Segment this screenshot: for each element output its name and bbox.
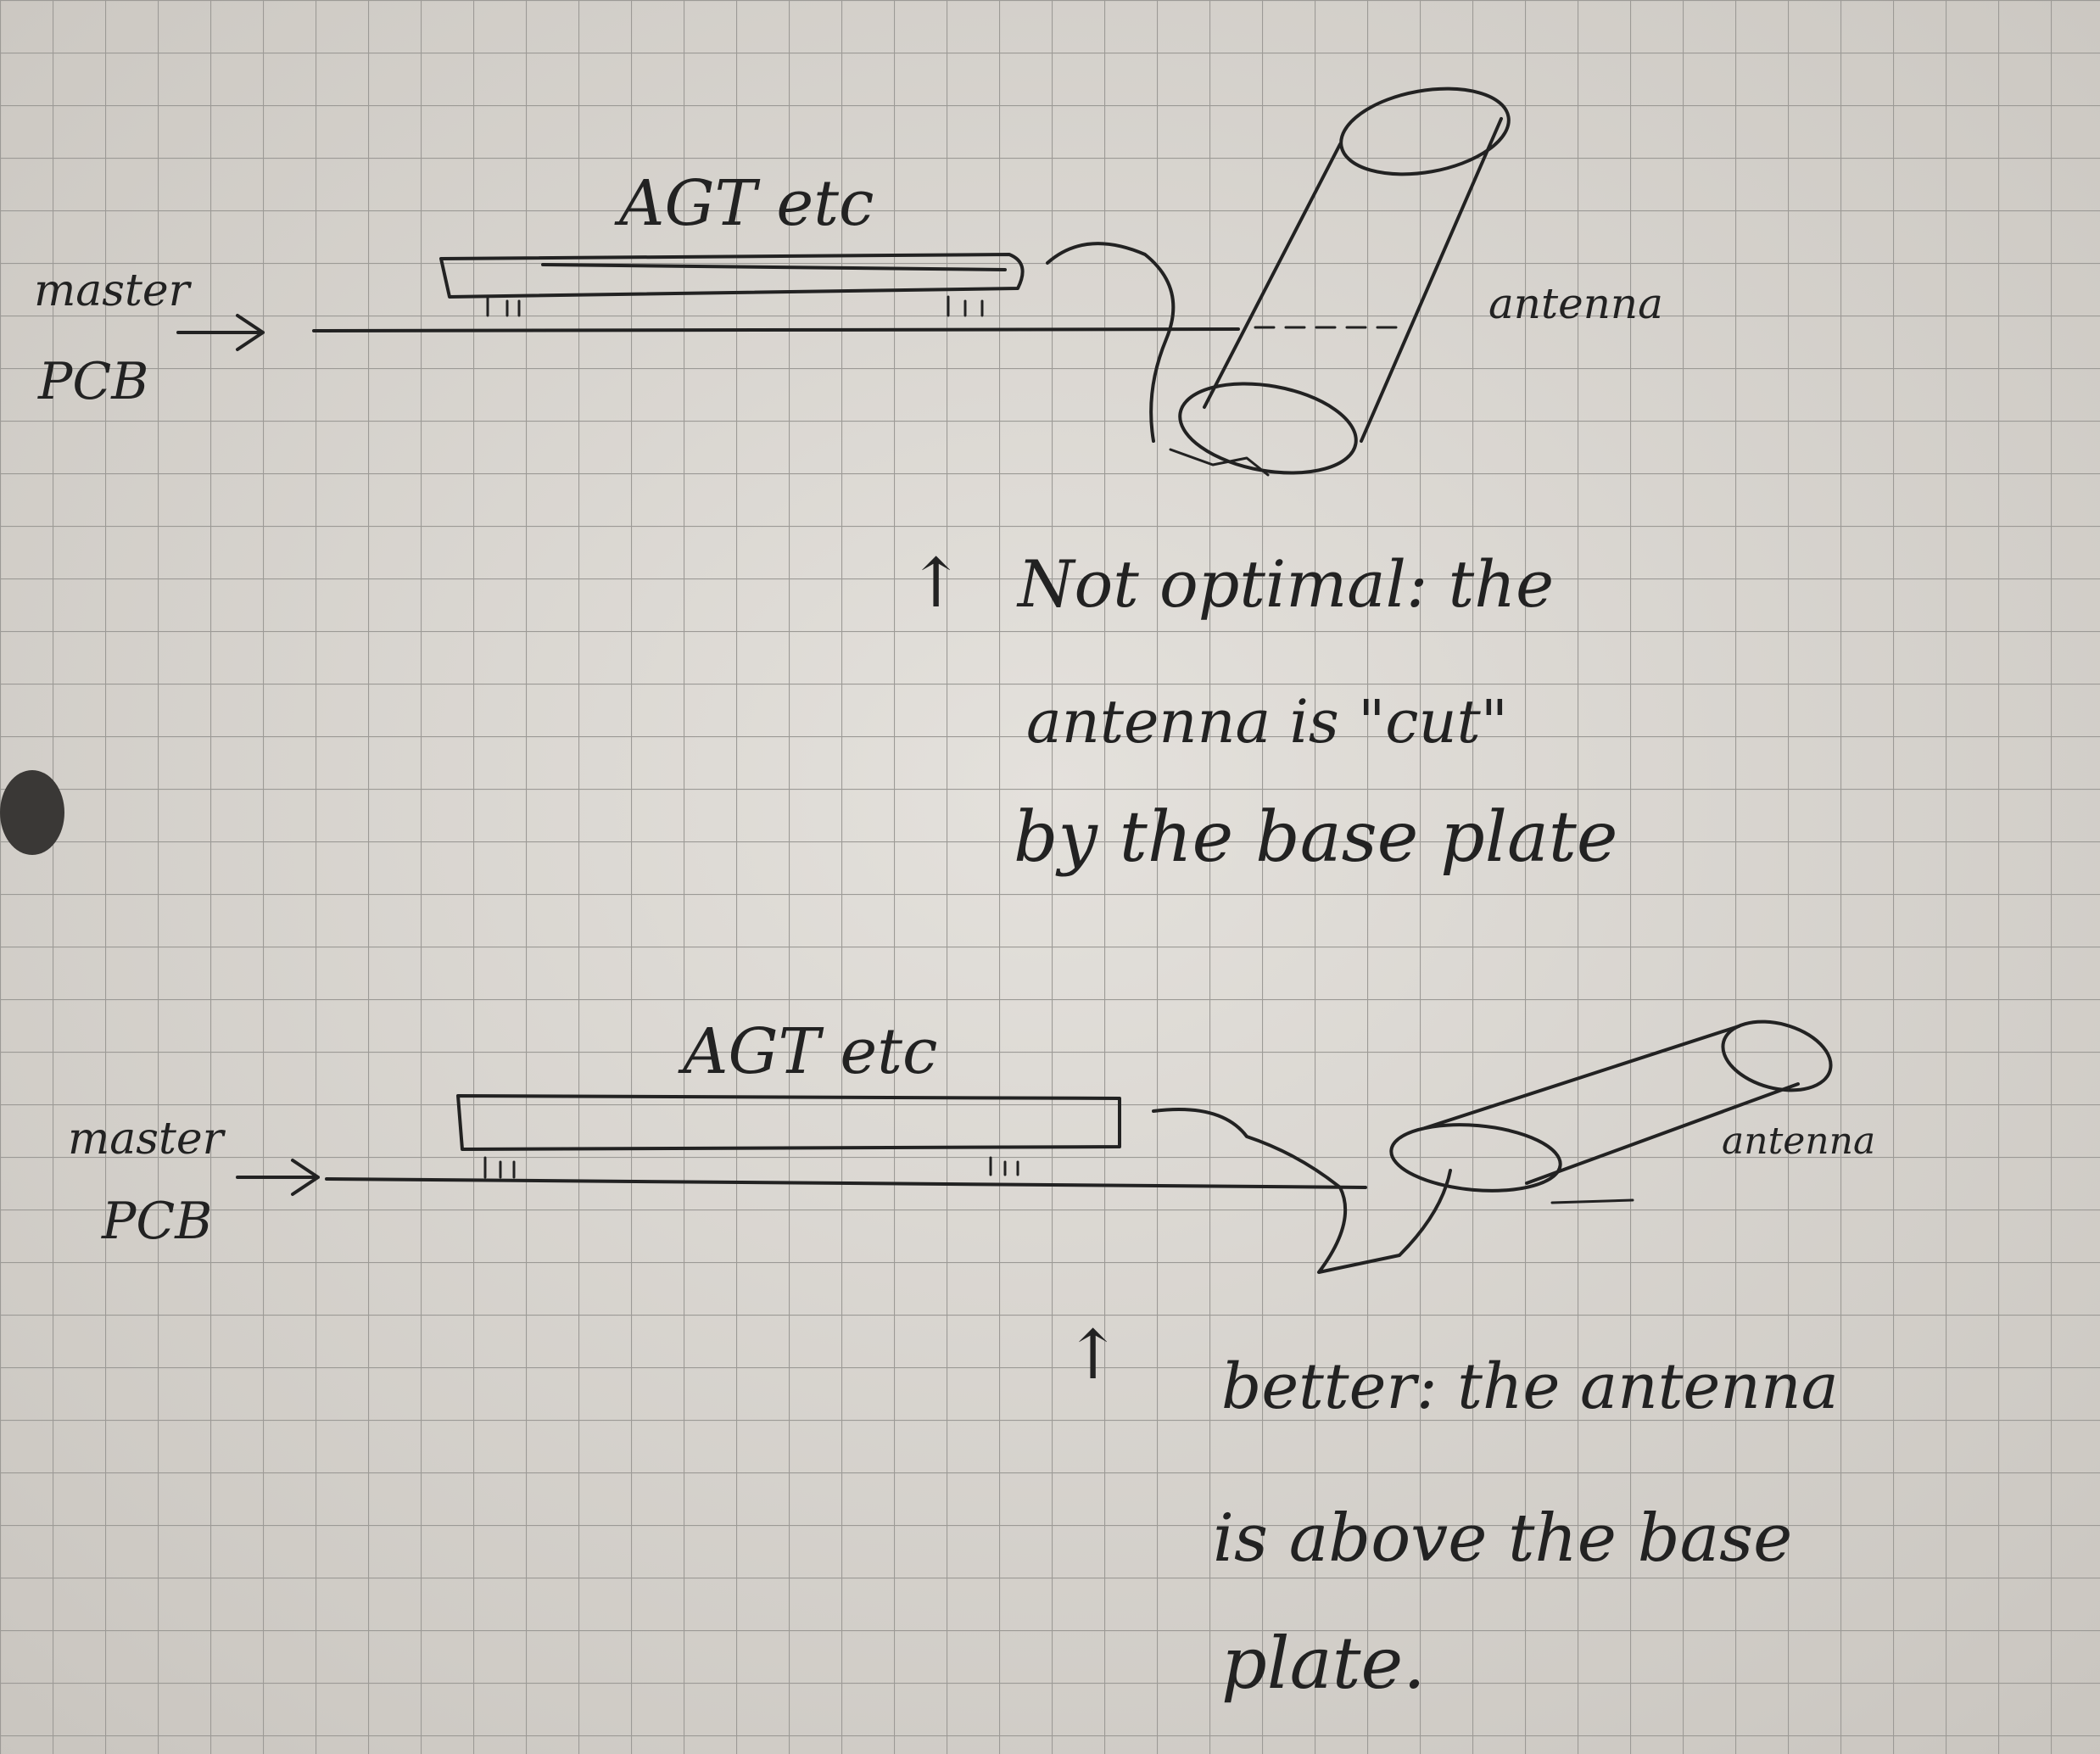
bottom-antenna [1389, 1019, 1833, 1204]
top-note-line1: Not optimal: the [1016, 546, 1554, 622]
top-pcb-arrow [176, 314, 265, 351]
top-pcb-label-line1: master [34, 265, 193, 316]
top-board-connector-left [486, 295, 521, 317]
top-antenna-label: antenna [1488, 279, 1663, 328]
bottom-note-line2: is above the base [1213, 1500, 1792, 1577]
bottom-antenna-cable [1152, 1108, 1452, 1274]
top-pcb-label-line2: PCB [37, 352, 148, 411]
top-antenna-cable [1046, 242, 1176, 443]
top-antenna [1169, 87, 1511, 477]
bottom-pcb-arrow [236, 1159, 320, 1196]
top-board-connector-right [947, 295, 984, 317]
bottom-note-line1: better: the antenna [1221, 1350, 1839, 1423]
bottom-pcb-label-line1: master [68, 1114, 226, 1165]
bottom-note-marker: ↑ [1064, 1316, 1121, 1394]
bottom-board [456, 1094, 1121, 1151]
bottom-sketch: master PCB AGT etc antenna ↑ better: the… [68, 1015, 1875, 1705]
bottom-note-line3: plate. [1221, 1622, 1426, 1705]
bottom-board-label: AGT etc [678, 1015, 937, 1088]
top-base-plate-line [312, 327, 1240, 332]
top-board [439, 253, 1025, 299]
top-note-line2: antenna is "cut" [1026, 687, 1508, 757]
top-sketch: master PCB AGT etc antenna ↑ Not optimal… [34, 87, 1663, 878]
bottom-board-connector-left [483, 1156, 516, 1179]
top-note-marker: ↑ [908, 544, 964, 623]
bottom-board-connector-right [989, 1156, 1019, 1176]
punch-hole [0, 770, 64, 855]
top-note-line3: by the base plate [1014, 797, 1617, 878]
top-board-label: AGT etc [614, 167, 874, 240]
bottom-base-plate-line [325, 1177, 1367, 1189]
bottom-pcb-label-line2: PCB [101, 1192, 212, 1251]
bottom-antenna-label: antenna [1722, 1120, 1875, 1163]
